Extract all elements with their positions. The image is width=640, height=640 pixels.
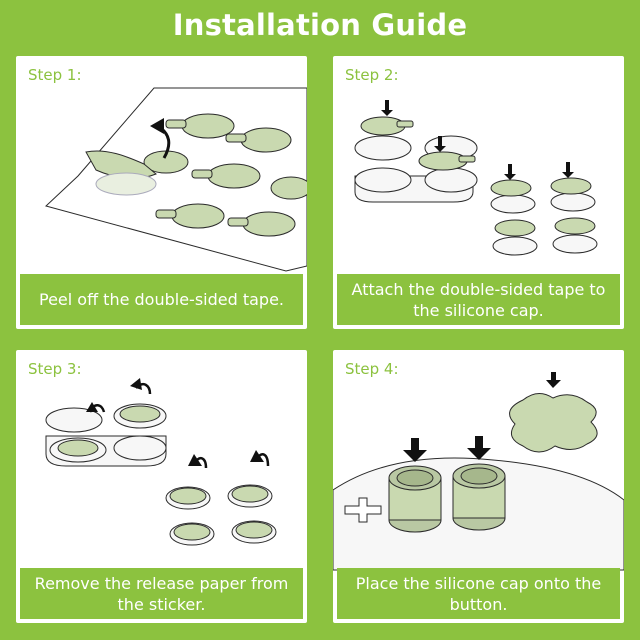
step-4-caption: Place the silicone cap onto the button. bbox=[337, 568, 620, 619]
place-cap-illustration bbox=[333, 372, 624, 571]
attach-tape-illustration bbox=[354, 100, 598, 256]
step-3-caption: Remove the release paper from the sticke… bbox=[20, 568, 303, 619]
remove-paper-illustration bbox=[45, 378, 277, 546]
step-1-label: Step 1: bbox=[28, 66, 82, 84]
step-2-caption: Attach the double-sided tape to the sili… bbox=[337, 274, 620, 325]
page-title: Installation Guide bbox=[172, 8, 468, 42]
step-4-panel: Step 4: Place the silicone cap onto the … bbox=[333, 350, 624, 623]
step-3-panel: Step 3: Remove the release paper from th… bbox=[16, 350, 307, 623]
step-4-label: Step 4: bbox=[345, 360, 399, 378]
step-1-caption: Peel off the double-sided tape. bbox=[20, 274, 303, 325]
step-3-label: Step 3: bbox=[28, 360, 82, 378]
step-2-panel: Step 2: Attach the double-sided tape to … bbox=[333, 56, 624, 329]
step-2-label: Step 2: bbox=[345, 66, 399, 84]
peel-tape-illustration bbox=[45, 87, 307, 272]
step-1-panel: Step 1: Peel off the double-sided tape. bbox=[16, 56, 307, 329]
